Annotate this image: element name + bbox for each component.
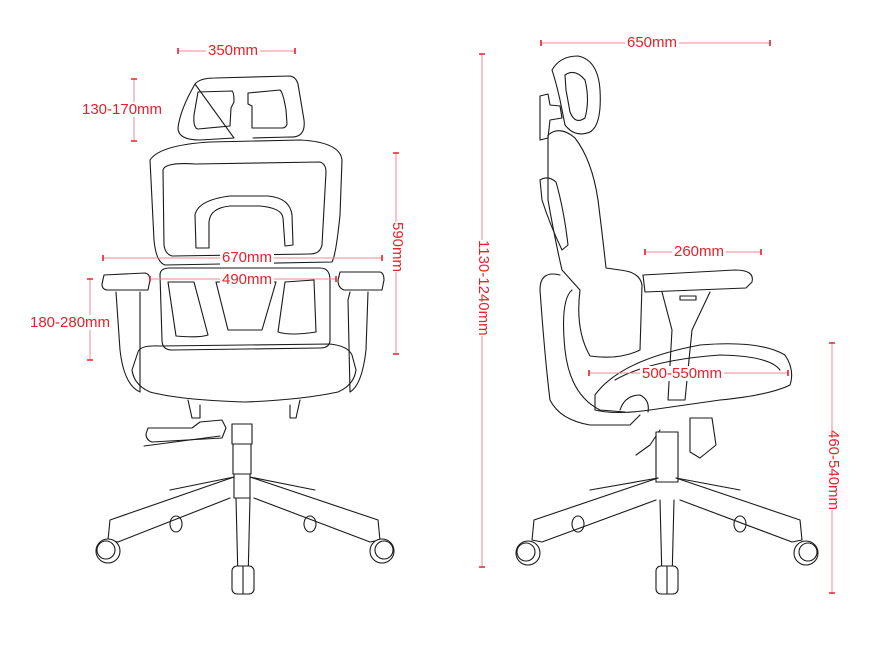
headrest-front bbox=[177, 75, 305, 141]
seat-height-label: 460-540mm bbox=[824, 430, 843, 511]
headrest-height-adjust-label: 130-170mm bbox=[80, 101, 165, 118]
overall-height-label: 1130-1240mm bbox=[474, 240, 493, 336]
gas-cylinder-front bbox=[231, 423, 253, 499]
overall-depth-label: 650mm bbox=[625, 34, 680, 51]
tilt-lever-front bbox=[143, 419, 227, 447]
armrest-height-adjust-label: 180-280mm bbox=[28, 314, 113, 331]
inner-arm-width-label: 490mm bbox=[220, 271, 275, 288]
backrest-front bbox=[149, 139, 343, 351]
front-view-chair bbox=[95, 75, 395, 595]
star-base-side bbox=[531, 477, 803, 581]
casters-front bbox=[95, 538, 395, 595]
backrest-side bbox=[539, 130, 643, 426]
headrest-side bbox=[539, 55, 601, 141]
headrest-width-label: 350mm bbox=[206, 42, 261, 59]
armrest-length-label: 260mm bbox=[672, 243, 727, 260]
armrest-side bbox=[642, 269, 753, 401]
seat-front bbox=[131, 343, 357, 419]
overall-width-label: 670mm bbox=[220, 249, 275, 266]
side-view-chair bbox=[515, 55, 819, 595]
armrests-front bbox=[101, 271, 385, 393]
casters-side bbox=[515, 540, 819, 595]
seat-depth-label: 500-550mm bbox=[640, 365, 725, 382]
seat-side bbox=[594, 343, 793, 414]
mechanism-side bbox=[635, 417, 717, 483]
backrest-height-label: 590mm bbox=[388, 222, 407, 273]
